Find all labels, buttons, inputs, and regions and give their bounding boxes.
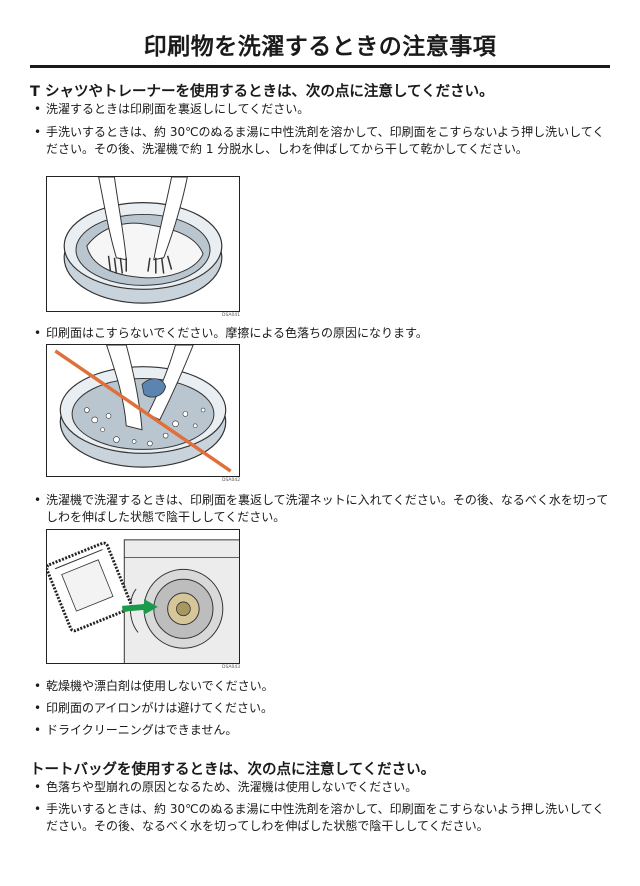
list-item: • 手洗いするときは、約 30℃のぬるま湯に中性洗剤を溶かして、印刷面をこすらな… bbox=[34, 124, 610, 158]
list-item-text: 洗濯するときは印刷面を裏返しにしてください。 bbox=[46, 102, 310, 116]
bullet: • bbox=[34, 723, 42, 737]
bullet: • bbox=[34, 125, 42, 139]
list-item: • 印刷面はこすらないでください。摩擦による色落ちの原因になります。 bbox=[34, 325, 610, 342]
bullet: • bbox=[34, 701, 42, 715]
list-item-text: 手洗いするときは、約 30℃のぬるま湯に中性洗剤を溶かして、印刷面をこすらないよ… bbox=[46, 125, 605, 156]
page-title: 印刷物を洗濯するときの注意事項 bbox=[30, 30, 610, 68]
list-item: • 洗濯機で洗濯するときは、印刷面を裏返して洗濯ネットに入れてください。その後、… bbox=[34, 492, 610, 526]
list-item: • 洗濯するときは印刷面を裏返しにしてください。 bbox=[34, 101, 610, 118]
section-heading-tshirt: T シャツやトレーナーを使用するときは、次の点に注意してください。 bbox=[30, 84, 494, 100]
bullet: • bbox=[34, 326, 42, 340]
figure-code: DSA042 bbox=[222, 478, 241, 483]
list-item-text: 手洗いするときは、約 30℃のぬるま湯に中性洗剤を溶かして、印刷面をこすらないよ… bbox=[46, 802, 605, 833]
list-item-text: ドライクリーニングはできません。 bbox=[46, 723, 238, 737]
list-item: • 手洗いするときは、約 30℃のぬるま湯に中性洗剤を溶かして、印刷面をこすらな… bbox=[34, 801, 610, 835]
list-item-text: 洗濯機で洗濯するときは、印刷面を裏返して洗濯ネットに入れてください。その後、なる… bbox=[46, 493, 609, 524]
no-scrubbing-illustration bbox=[46, 344, 240, 477]
bullet: • bbox=[34, 102, 42, 116]
list-item: • ドライクリーニングはできません。 bbox=[34, 722, 610, 739]
bullet: • bbox=[34, 493, 42, 507]
list-item: • 色落ちや型崩れの原因となるため、洗濯機は使用しないでください。 bbox=[34, 779, 610, 796]
figure-code: DSA043 bbox=[222, 665, 241, 670]
washing-machine-net-illustration bbox=[46, 529, 240, 664]
section-heading-tote-bag: トートバッグを使用するときは、次の点に注意してください。 bbox=[30, 762, 436, 778]
list-item-text: 印刷面はこすらないでください。摩擦による色落ちの原因になります。 bbox=[46, 326, 428, 340]
bullet: • bbox=[34, 780, 42, 794]
list-item: • 乾燥機や漂白剤は使用しないでください。 bbox=[34, 678, 610, 695]
hand-wash-basin-illustration bbox=[46, 176, 240, 312]
bullet: • bbox=[34, 802, 42, 816]
list-item: • 印刷面のアイロンがけは避けてください。 bbox=[34, 700, 610, 717]
list-item-text: 色落ちや型崩れの原因となるため、洗濯機は使用しないでください。 bbox=[46, 780, 418, 794]
figure-code: DSA041 bbox=[222, 313, 241, 318]
list-item-text: 乾燥機や漂白剤は使用しないでください。 bbox=[46, 679, 274, 693]
bullet: • bbox=[34, 679, 42, 693]
list-item-text: 印刷面のアイロンがけは避けてください。 bbox=[46, 701, 274, 715]
